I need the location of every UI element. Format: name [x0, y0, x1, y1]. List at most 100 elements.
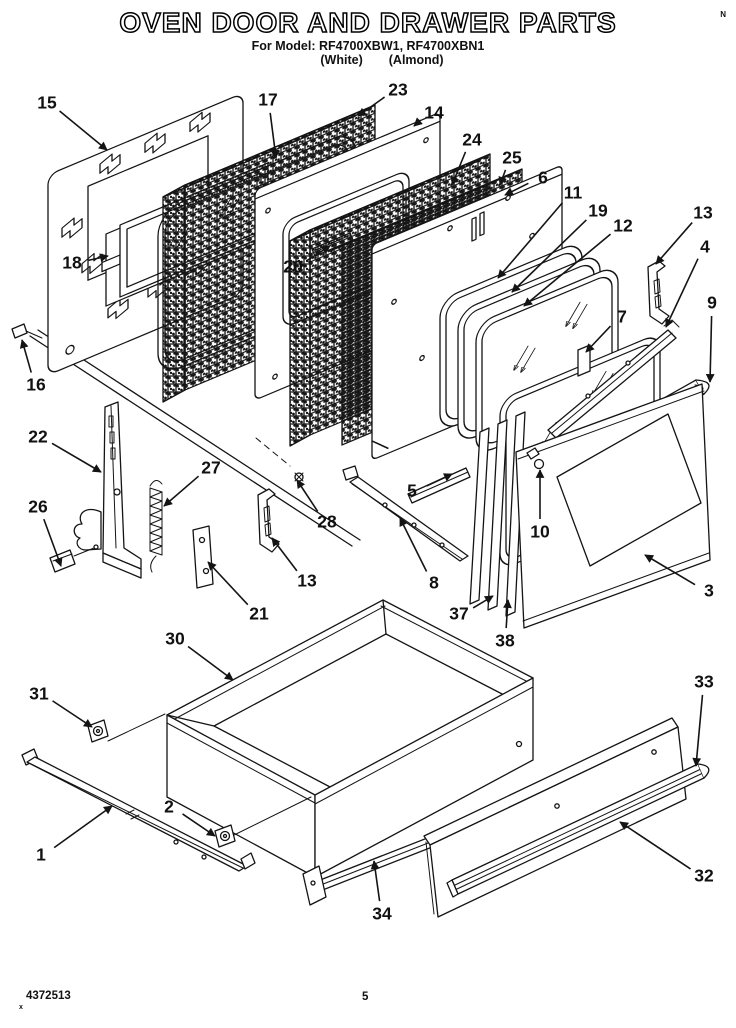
window-retainer-20 — [311, 232, 354, 257]
door-rear-panel-15 — [47, 95, 244, 373]
leader-arrow-9 — [705, 315, 715, 383]
callout-10: 10 — [530, 521, 550, 542]
spacer-strips-37-38 — [469, 411, 526, 617]
callout-38: 38 — [495, 630, 515, 651]
header: OVEN DOOR AND DRAWER PARTS For Model: RF… — [0, 7, 736, 68]
callout-11: 11 — [563, 182, 583, 203]
callout-33: 33 — [694, 671, 714, 692]
callout-21: 21 — [249, 603, 269, 624]
callout-20: 20 — [283, 256, 303, 277]
door-liner-6 — [371, 166, 563, 460]
callout-7: 7 — [617, 306, 627, 327]
screw-28 — [294, 472, 304, 482]
callout-13: 13 — [693, 202, 713, 223]
leader-arrow-37 — [472, 595, 494, 609]
leader-arrow-14 — [413, 117, 423, 127]
leader-arrow-12 — [523, 233, 612, 307]
leader-arrow-15 — [59, 110, 108, 151]
leader-arrow-25 — [498, 169, 507, 186]
callout-23: 23 — [388, 79, 408, 100]
door-rail-8 — [342, 465, 469, 562]
plate-21 — [192, 525, 214, 589]
callout-13: 13 — [297, 570, 317, 591]
leader-arrow-33 — [692, 694, 704, 767]
leader-arrow-28 — [296, 479, 319, 512]
leader-arrow-4 — [665, 258, 699, 328]
hinge-arm-22 — [73, 401, 142, 579]
callout-18: 18 — [62, 252, 82, 273]
callout-34: 34 — [372, 903, 392, 924]
callout-27: 27 — [201, 457, 221, 478]
almond-variant-label: (Almond) — [388, 53, 444, 68]
corner-mark: N — [720, 10, 726, 19]
leader-arrow-11 — [497, 202, 564, 279]
callout-26: 26 — [28, 496, 48, 517]
callout-19: 19 — [588, 200, 608, 221]
leader-arrow-26 — [43, 518, 63, 567]
glass-retainer-5 — [407, 467, 471, 504]
color-variants: (White) (Almond) — [14, 53, 736, 67]
glass-pane-11 — [439, 245, 583, 427]
roller-2 — [214, 824, 236, 848]
leader-arrow-24 — [450, 151, 467, 186]
handle-screw-10 — [526, 447, 545, 470]
callout-22: 22 — [28, 426, 48, 447]
leader-arrow-27 — [163, 475, 200, 507]
roller-31 — [87, 719, 109, 743]
door-base-lines — [29, 329, 361, 547]
glass-pane-12 — [475, 269, 619, 451]
bracket-13-left — [257, 488, 280, 553]
bracket-13-right — [647, 260, 670, 325]
callout-37: 37 — [449, 603, 469, 624]
leader-arrow-13 — [655, 222, 693, 265]
callout-3: 3 — [704, 580, 714, 601]
leader-arrow-17 — [269, 112, 280, 159]
footer-sub-mark: x — [19, 1004, 23, 1011]
leader-arrow-6 — [504, 182, 529, 196]
leader-arrow-22 — [51, 442, 102, 473]
drawer-rail-34 — [302, 759, 632, 906]
leader-arrow-16 — [19, 339, 33, 373]
leader-arrow-32 — [619, 821, 691, 870]
drawer-front-32 — [423, 717, 710, 918]
leader-arrow-3 — [644, 554, 696, 586]
leader-arrow-13 — [271, 537, 298, 572]
leader-arrow-23 — [357, 96, 386, 117]
leader-arrow-1 — [53, 805, 113, 849]
leader-arrow-18 — [87, 253, 109, 263]
leader-arrow-30 — [187, 645, 234, 681]
callout-14: 14 — [424, 102, 444, 123]
insulation-23 — [162, 104, 376, 403]
callout-24: 24 — [462, 129, 482, 150]
leader-arrow-2 — [182, 813, 216, 837]
glass-pane-19 — [457, 257, 601, 439]
callout-15: 15 — [37, 92, 57, 113]
model-line: For Model: RF4700XBW1, RF4700XBN1 — [251, 39, 485, 54]
drawer-rail-1 — [21, 748, 256, 872]
callout-25: 25 — [502, 147, 522, 168]
callout-28: 28 — [317, 511, 337, 532]
callout-31: 31 — [29, 683, 49, 704]
door-gasket-17 — [157, 136, 357, 370]
plug-16 — [11, 323, 43, 339]
document-number: 4372513 — [26, 990, 71, 1002]
window-pack-18 — [101, 162, 269, 307]
leader-arrow-7 — [585, 325, 612, 353]
white-variant-label: (White) — [320, 53, 363, 68]
leader-arrow-5 — [426, 473, 453, 487]
leader-arrow-34 — [370, 860, 381, 902]
leader-arrow-21 — [207, 561, 249, 606]
insulation-24 — [289, 153, 491, 447]
callout-4: 4 — [700, 236, 710, 257]
outer-door-panel-3 — [515, 383, 711, 629]
callout-16: 16 — [26, 374, 46, 395]
callout-5: 5 — [407, 480, 417, 501]
callout-6: 6 — [538, 167, 548, 188]
spring-27 — [149, 480, 163, 573]
door-handle-9 — [535, 379, 710, 485]
callout-9: 9 — [707, 292, 717, 313]
callout-30: 30 — [165, 628, 185, 649]
